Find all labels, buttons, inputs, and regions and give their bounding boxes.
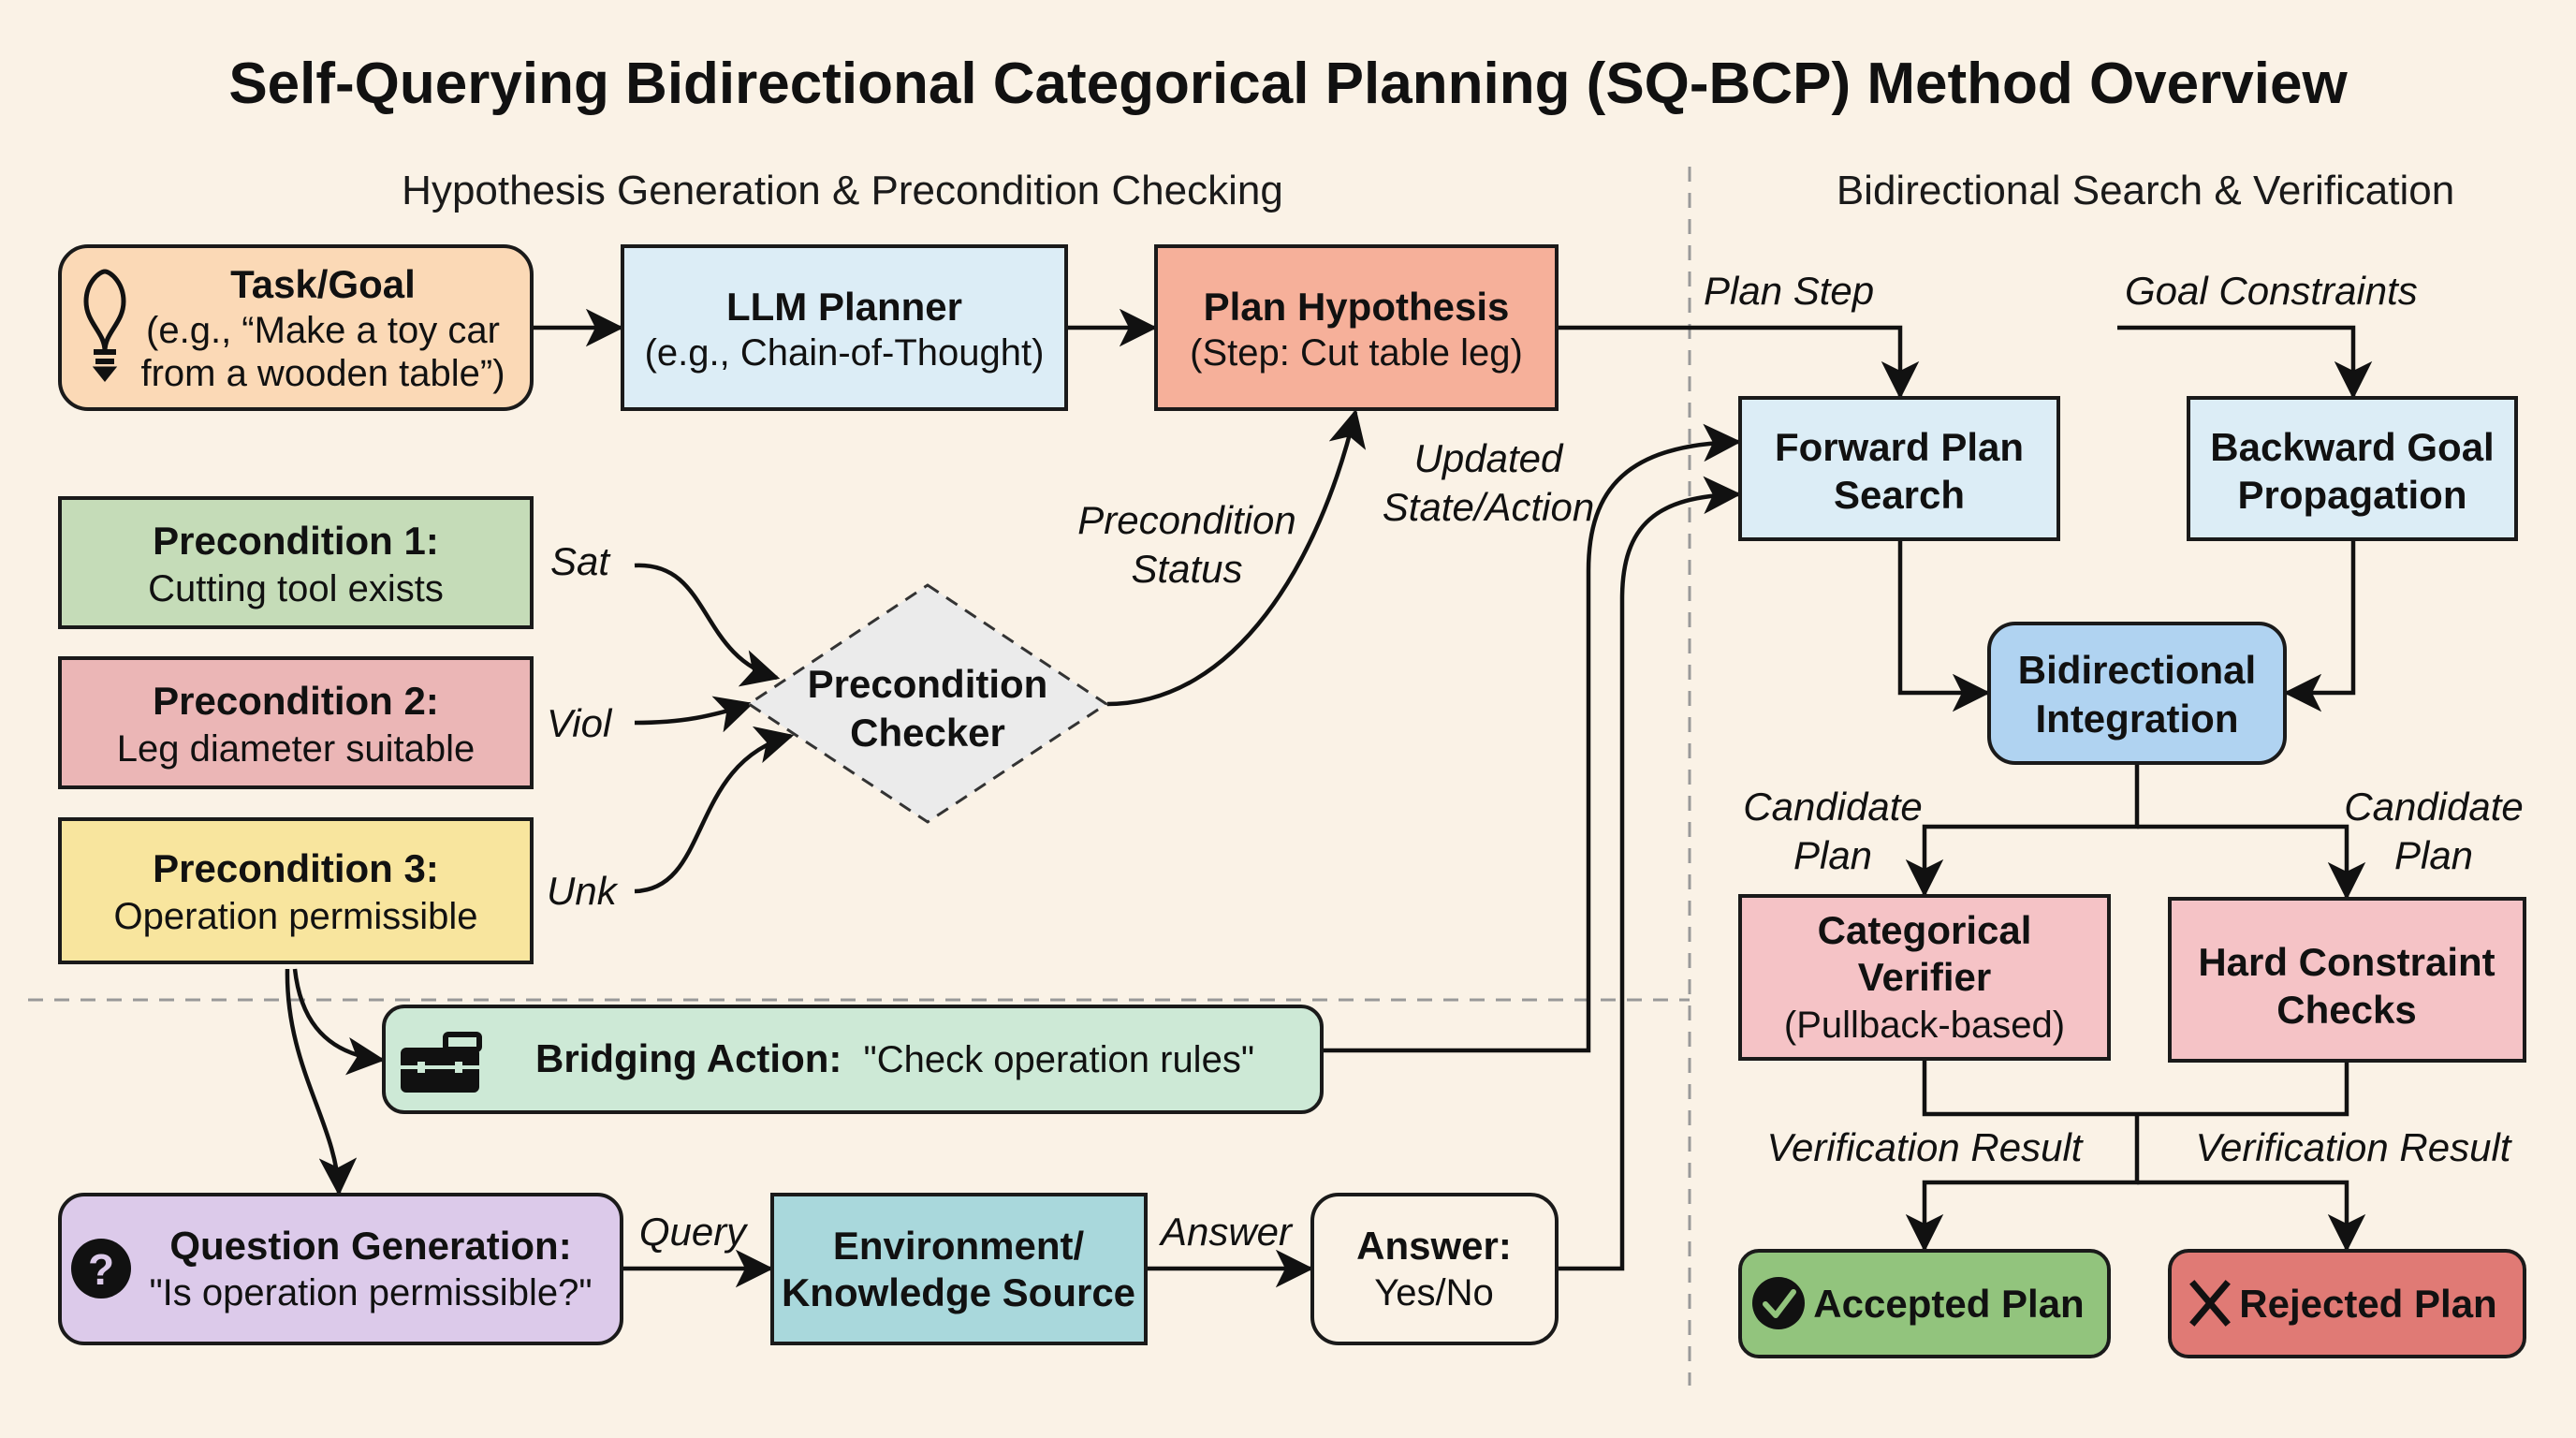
planner-subtitle: (e.g., Chain-of-Thought) <box>645 332 1045 374</box>
hard-constraint-checks-node[interactable]: Hard Constraint Checks <box>2168 897 2526 1063</box>
toolbox-icon <box>401 1032 482 1093</box>
check-circle-icon <box>1752 1277 1805 1329</box>
edge-merge-to-accepted <box>1905 1114 2140 1253</box>
bridging-action-node[interactable]: Bridging Action: "Check operation rules" <box>382 1005 1324 1114</box>
checker-line2: Checker <box>850 711 1005 755</box>
bidirectional-integration-node[interactable]: Bidirectional Integration <box>1987 622 2287 765</box>
edge-label-precondition-status-2: Status <box>1131 547 1242 591</box>
question-title: Question Generation: <box>169 1224 571 1268</box>
x-icon <box>2189 1280 2231 1327</box>
precondition-2-node[interactable]: Precondition 2: Leg diameter suitable <box>58 656 534 789</box>
edge-viol-to-checker <box>634 696 754 733</box>
edge-unk-to-checker <box>634 726 795 894</box>
accepted-plan-node[interactable]: Accepted Plan <box>1738 1249 2111 1358</box>
accepted-label: Accepted Plan <box>1813 1282 2084 1326</box>
lightbulb-icon <box>83 269 126 383</box>
edge-label-unk: Unk <box>547 869 619 913</box>
backward-line2: Propagation <box>2237 473 2466 517</box>
edge-label-viol: Viol <box>547 701 613 745</box>
question-subtitle: "Is operation permissible?" <box>149 1272 592 1313</box>
task-goal-node[interactable]: Task/Goal (e.g., “Make a toy car from a … <box>58 244 534 411</box>
edge-answer-to-forward <box>1559 476 1742 1271</box>
edge-hypothesis-to-forward <box>1559 325 1920 400</box>
svg-text:?: ? <box>88 1245 114 1294</box>
verifier-line2: Verifier <box>1858 955 1991 999</box>
integration-line2: Integration <box>2036 697 2239 741</box>
edge-goal-to-backward <box>2117 325 2373 400</box>
checker-line1: Precondition <box>808 662 1048 706</box>
hypothesis-subtitle: (Step: Cut table leg) <box>1190 332 1523 374</box>
task-title: Task/Goal <box>230 262 416 306</box>
precondition-3-node[interactable]: Precondition 3: Operation permissible <box>58 817 534 964</box>
answer-title: Answer: <box>1356 1224 1512 1268</box>
edge-label-answer: Answer <box>1158 1210 1294 1254</box>
environment-line1: Environment/ <box>833 1224 1085 1268</box>
edge-label-updated-2: State/Action <box>1383 485 1594 529</box>
edge-label-candidate-left-2: Plan <box>1793 833 1872 877</box>
edge-label-goal-constraints: Goal Constraints <box>2125 269 2418 313</box>
section-right-heading: Bidirectional Search & Verification <box>1837 168 2454 213</box>
forward-line1: Forward Plan <box>1775 425 2024 469</box>
rejected-plan-node[interactable]: Rejected Plan <box>2168 1249 2526 1358</box>
verifier-line1: Categorical <box>1818 908 2032 952</box>
edge-verifier-merge <box>1922 1061 2349 1117</box>
precondition-2-subtitle: Leg diameter suitable <box>117 728 475 770</box>
edge-label-candidate-right-1: Candidate <box>2344 785 2523 829</box>
forward-line2: Search <box>1834 473 1965 517</box>
edge-label-updated-1: Updated <box>1414 436 1564 480</box>
edge-label-query: Query <box>639 1210 749 1254</box>
hard-line1: Hard Constraint <box>2198 940 2495 984</box>
precondition-3-title: Precondition 3: <box>153 846 439 890</box>
answer-subtitle: Yes/No <box>1374 1272 1494 1313</box>
environment-node[interactable]: Environment/ Knowledge Source <box>770 1193 1148 1345</box>
environment-line2: Knowledge Source <box>782 1270 1135 1314</box>
edge-label-precondition-status-1: Precondition <box>1077 498 1295 542</box>
section-left-heading: Hypothesis Generation & Precondition Che… <box>402 168 1283 213</box>
edge-label-candidate-left-1: Candidate <box>1743 785 1922 829</box>
page-title: Self-Querying Bidirectional Categorical … <box>228 51 2348 116</box>
precondition-1-title: Precondition 1: <box>153 519 439 563</box>
precondition-3-subtitle: Operation permissible <box>113 896 477 937</box>
edge-bridging-to-forward <box>1324 423 1742 1053</box>
edge-integration-to-hard <box>2137 824 2366 901</box>
precondition-1-subtitle: Cutting tool exists <box>148 568 444 609</box>
precondition-1-node[interactable]: Precondition 1: Cutting tool exists <box>58 496 534 629</box>
hard-line2: Checks <box>2276 988 2416 1032</box>
bridging-bold: Bridging Action: <box>535 1036 842 1080</box>
edge-sat-to-checker <box>634 563 781 687</box>
task-line1: (e.g., “Make a toy car <box>146 310 500 351</box>
edge-label-sat: Sat <box>550 539 611 583</box>
edge-checker-to-hypothesis <box>1106 408 1367 707</box>
question-generation-node[interactable]: ? Question Generation: "Is operation per… <box>58 1193 623 1345</box>
edge-integration-to-verifier <box>1905 765 2140 898</box>
planner-title: LLM Planner <box>726 285 962 329</box>
task-line2: from a wooden table”) <box>140 353 505 394</box>
rejected-label: Rejected Plan <box>2239 1282 2496 1326</box>
plan-hypothesis-node[interactable]: Plan Hypothesis (Step: Cut table leg) <box>1154 244 1559 411</box>
edge-label-verification-left: Verification Result <box>1767 1125 2085 1169</box>
answer-node[interactable]: Answer: Yes/No <box>1310 1193 1559 1345</box>
forward-plan-search-node[interactable]: Forward Plan Search <box>1738 396 2060 541</box>
integration-line1: Bidirectional <box>2018 648 2256 692</box>
question-icon: ? <box>71 1239 131 1299</box>
edge-split-to-bridging <box>292 968 386 1076</box>
bridging-text: Bridging Action: "Check operation rules" <box>535 1036 1254 1080</box>
edge-backward-to-integration <box>2283 541 2356 712</box>
edge-forward-to-integration <box>1897 541 1991 712</box>
hypothesis-title: Plan Hypothesis <box>1204 285 1510 329</box>
bridging-action-text: "Check operation rules" <box>864 1039 1255 1080</box>
precondition-2-title: Precondition 2: <box>153 679 439 723</box>
backward-goal-propagation-node[interactable]: Backward Goal Propagation <box>2187 396 2518 541</box>
edge-label-candidate-right-2: Plan <box>2394 833 2473 877</box>
edge-label-plan-step: Plan Step <box>1704 269 1874 313</box>
verifier-line3: (Pullback-based) <box>1784 1005 2065 1046</box>
edge-merge-to-rejected <box>2137 1180 2366 1253</box>
edge-split-to-question <box>285 968 358 1196</box>
categorical-verifier-node[interactable]: Categorical Verifier (Pullback-based) <box>1738 894 2111 1061</box>
precondition-checker-node[interactable]: Precondition Checker <box>746 583 1109 824</box>
llm-planner-node[interactable]: LLM Planner (e.g., Chain-of-Thought) <box>621 244 1068 411</box>
edge-label-verification-right: Verification Result <box>2196 1125 2513 1169</box>
backward-line1: Backward Goal <box>2210 425 2494 469</box>
